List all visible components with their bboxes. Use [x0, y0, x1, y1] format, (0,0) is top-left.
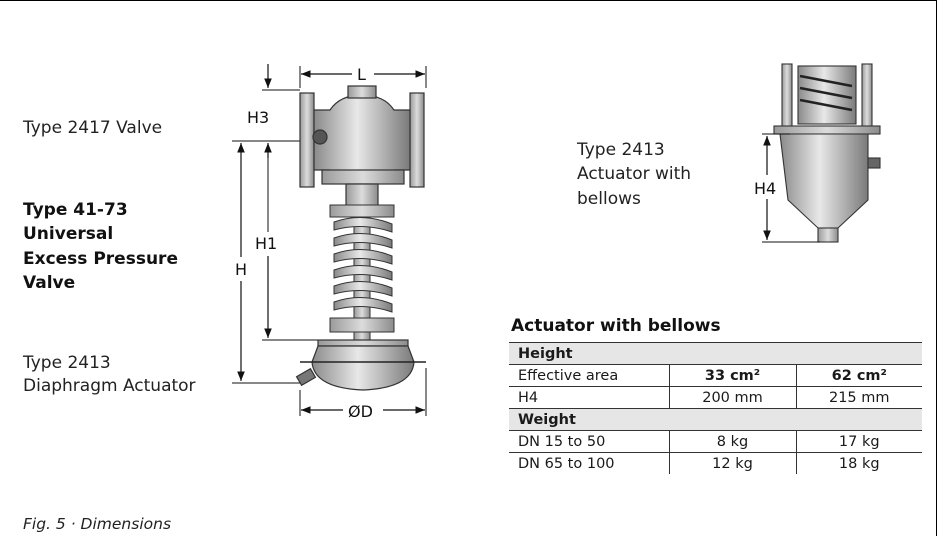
- dim-H-label: H: [235, 260, 247, 279]
- table-row: DN 15 to 50 8 kg 17 kg: [509, 430, 922, 453]
- cell-value: 12 kg: [668, 452, 796, 474]
- figure-caption: Fig. 5 · Dimensions: [23, 515, 172, 533]
- dim-L-label: L: [357, 65, 366, 84]
- valve-body: [299, 85, 425, 209]
- dimension-L: L: [299, 65, 427, 88]
- valve-label: Type 2417 Valve: [23, 118, 163, 138]
- dimension-H: H: [232, 143, 300, 384]
- product-title-line-1: Type 41-73: [23, 200, 128, 220]
- dimension-D: ØD: [299, 368, 427, 421]
- cell-value: 215 mm: [795, 386, 922, 409]
- row-label: H4: [509, 386, 669, 409]
- table-row: H4 200 mm 215 mm: [509, 386, 922, 409]
- table-section-weight: Weight: [509, 408, 922, 431]
- bellows-label-line-3: bellows: [577, 189, 641, 209]
- cell-value: 8 kg: [668, 430, 796, 453]
- dimension-H1: H1: [255, 158, 330, 341]
- bellows-label-line-1: Type 2413: [577, 140, 665, 160]
- section-header: Height: [509, 342, 922, 365]
- row-label: Effective area: [509, 364, 669, 387]
- bellows-actuator-table: Height Effective area 33 cm² 62 cm² H4 2…: [509, 342, 922, 474]
- cell-value: 200 mm: [668, 386, 796, 409]
- diaphragm-label-line-2: Diaphragm Actuator: [23, 376, 196, 396]
- row-label: DN 15 to 50: [509, 430, 669, 453]
- dimension-H4: H4: [754, 133, 820, 243]
- dim-H4-label: H4: [754, 179, 776, 198]
- table-title: Actuator with bellows: [511, 316, 721, 336]
- row-label: DN 65 to 100: [518, 455, 615, 472]
- product-title-line-3: Excess Pressure: [23, 249, 178, 269]
- diaphragm-label-line-1: Type 2413: [23, 353, 111, 373]
- dim-H1-label: H1: [255, 234, 277, 253]
- dim-H3-label: H3: [247, 108, 269, 127]
- table-row: DN 65 to 100 12 kg 18 kg: [509, 452, 922, 474]
- diaphragm-actuator: [295, 339, 426, 391]
- spring-assembly: [329, 204, 395, 343]
- dim-D-label: ØD: [348, 402, 373, 421]
- section-header: Weight: [509, 408, 922, 431]
- product-title-line-4: Valve: [23, 273, 76, 293]
- cell-value: 33 cm²: [668, 364, 796, 387]
- cell-value: 18 kg: [795, 452, 922, 474]
- cell-value: 62 cm²: [795, 364, 922, 387]
- cell-value: 17 kg: [795, 430, 922, 453]
- table-section-height: Height: [509, 342, 922, 365]
- bellows-actuator-drawing: [773, 63, 881, 243]
- bellows-label-line-2: Actuator with: [577, 164, 692, 184]
- product-title-line-2: Universal: [23, 224, 114, 244]
- table-row: Effective area 33 cm² 62 cm²: [509, 364, 922, 387]
